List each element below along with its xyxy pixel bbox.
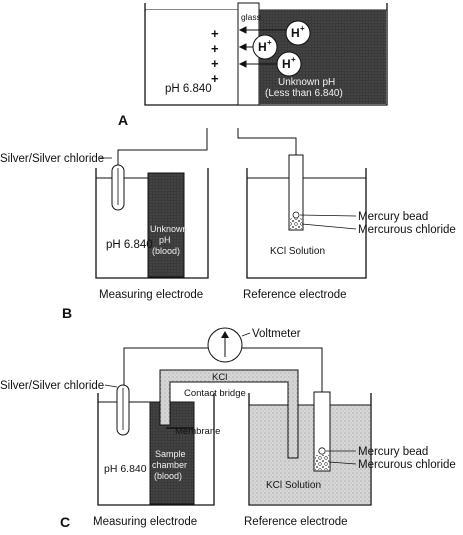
panel-c-letter: C	[60, 514, 70, 530]
panel-a-container	[144, 3, 388, 106]
mercury-bead	[318, 447, 326, 455]
silver-chloride-label: Silver/Silver chloride	[0, 380, 104, 392]
plus-sign: +	[211, 71, 219, 86]
measuring-wire	[123, 347, 208, 385]
membrane-label: Membrane	[175, 426, 220, 437]
reference-beaker	[248, 393, 372, 506]
glass-label: glass	[241, 12, 261, 22]
reference-electrode-label: Reference electrode	[244, 516, 348, 528]
reference-kcl-solution	[250, 405, 370, 504]
measuring-electrode-label: Measuring electrode	[93, 516, 197, 528]
sample-chamber	[149, 401, 195, 505]
chamber-label: chamber	[152, 460, 187, 470]
plus-sign: +	[211, 41, 219, 56]
mercurous-chloride-label: Mercurous chloride	[358, 224, 456, 236]
plus-sign: +	[211, 56, 219, 71]
reference-electrode-tube	[288, 154, 304, 231]
mercurous-chloride-fill	[290, 218, 302, 229]
mercury-bead-label: Mercury bead	[358, 211, 428, 223]
reference-wire	[237, 128, 297, 155]
panel-c-left-ph: pH 6.840	[104, 463, 147, 475]
reference-beaker	[246, 168, 367, 279]
measuring-beaker	[97, 393, 215, 506]
hydrogen-ion: H +	[285, 20, 311, 46]
contact-bridge	[159, 369, 299, 459]
panel-a: glass + + + + H + H + H + pH 6.840 Unkno…	[118, 2, 388, 128]
unknown-ph-label: Unknown pH	[278, 77, 335, 88]
panel-b: pH 6.840 Unknown pH (blood) KCl Solution…	[0, 128, 456, 321]
blood-label: (blood)	[152, 246, 180, 256]
hydrogen-ion: H +	[276, 51, 302, 77]
voltmeter-icon	[207, 327, 243, 363]
svg-text:H: H	[258, 40, 267, 54]
blood-label: (blood)	[154, 471, 182, 481]
svg-text:+: +	[291, 55, 296, 64]
reference-wire	[242, 347, 323, 392]
mercury-bead	[292, 211, 300, 219]
panel-a-left-ph: pH 6.840	[165, 83, 212, 95]
ion-migration-arrows	[238, 26, 286, 68]
kcl-solution-label: KCl Solution	[266, 480, 321, 491]
kcl-solution-label: KCl Solution	[270, 246, 325, 257]
mercurous-chloride-fill	[315, 455, 329, 470]
silver-chloride-label: Silver/Silver chloride	[0, 153, 104, 165]
panel-c: Voltmeter pH 6.840 Sample chamber (blood…	[0, 327, 456, 530]
voltmeter-label: Voltmeter	[252, 328, 301, 340]
contact-bridge-label: Contact bridge	[184, 388, 246, 399]
svg-text:+: +	[300, 24, 305, 33]
mercurous-chloride-label: Mercurous chloride	[358, 459, 456, 471]
kcl-label: KCl	[212, 372, 227, 383]
measuring-electrode-label: Measuring electrode	[99, 289, 203, 301]
panel-b-letter: B	[62, 305, 72, 321]
svg-text:H: H	[282, 57, 291, 71]
reference-electrode-label: Reference electrode	[243, 289, 347, 301]
unknown-ph-sublabel: (Less than 6.840)	[265, 88, 343, 99]
unknown-label: Unknown	[150, 224, 188, 234]
panel-a-letter: A	[118, 112, 128, 128]
measuring-beaker	[95, 168, 209, 279]
plus-sign: +	[211, 26, 219, 41]
hydrogen-ion: H +	[252, 34, 278, 60]
unknown-blood-chamber	[147, 172, 185, 278]
svg-text:H: H	[291, 26, 300, 40]
mercury-bead-label: Mercury bead	[358, 446, 428, 458]
panel-a-left-solution	[146, 10, 238, 104]
svg-text:+: +	[267, 38, 272, 47]
unknown-ph-label: pH	[159, 235, 171, 245]
sample-label: Sample	[155, 449, 186, 459]
panel-b-left-ph: pH 6.840	[106, 239, 153, 251]
